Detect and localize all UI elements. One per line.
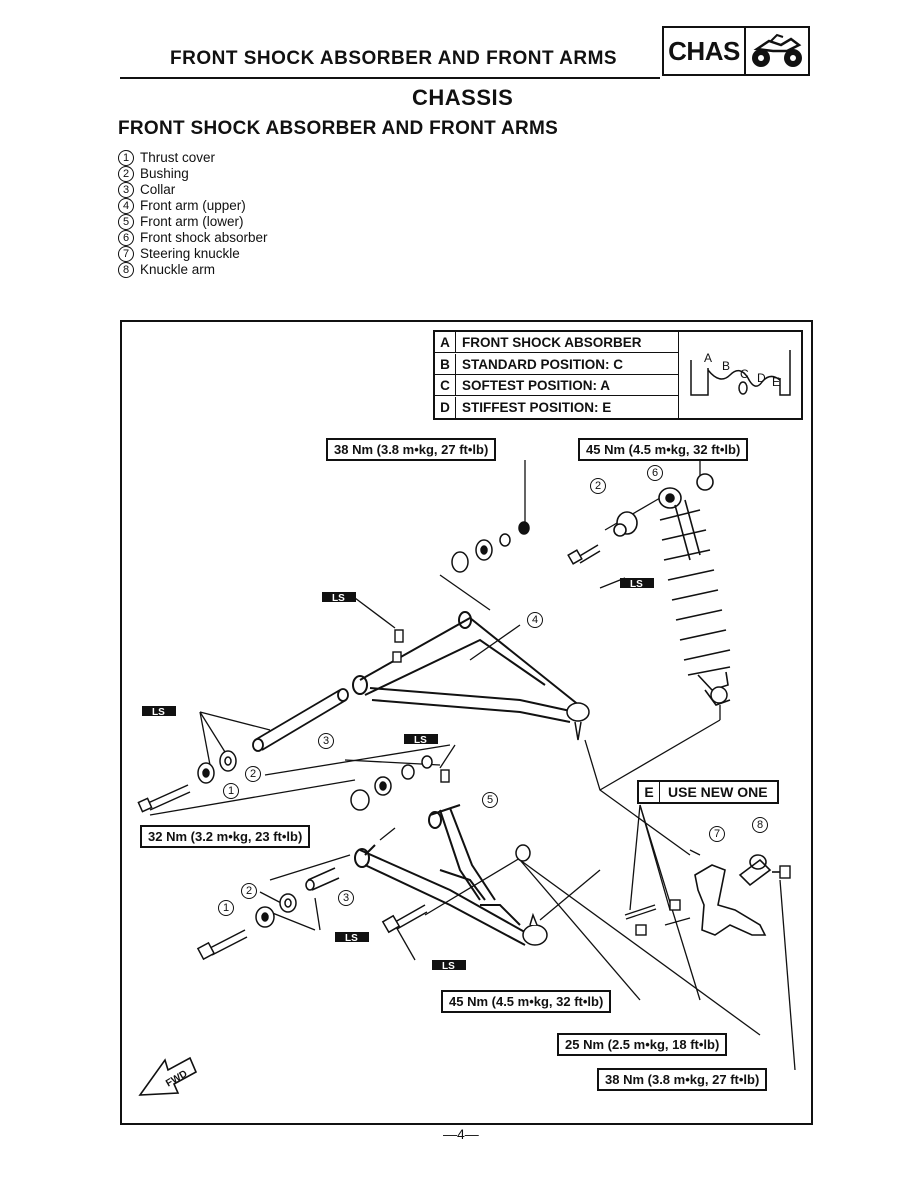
torque-spec: 38 Nm (3.8 m•kg, 27 ft•lb) [597, 1068, 768, 1091]
legend-number: 2 [118, 166, 134, 182]
subsection-title: FRONT SHOCK ABSORBER AND FRONT ARMS [118, 118, 559, 139]
svg-text:LS: LS [332, 593, 345, 604]
torque-spec: 45 Nm (4.5 m•kg, 32 ft•lb) [578, 438, 749, 461]
torque-spec: 45 Nm (4.5 m•kg, 32 ft•lb) [441, 990, 612, 1013]
legend-item: 6 Front shock absorber [118, 230, 268, 246]
svg-text:LS: LS [630, 579, 643, 590]
exploded-diagram-frame [120, 320, 813, 1125]
legend-label: Collar [140, 182, 176, 197]
callout-8: 8 [752, 817, 768, 833]
legend-item: 7 Steering knuckle [118, 246, 268, 262]
spec-row: D STIFFEST POSITION: E [435, 397, 678, 418]
atv-icon [746, 28, 808, 74]
use-new-one-note: E USE NEW ONE [637, 780, 779, 804]
callout-2: 2 [245, 766, 261, 782]
legend-number: 8 [118, 262, 134, 278]
spec-value: FRONT SHOCK ABSORBER [462, 334, 642, 350]
callout-6: 6 [647, 465, 663, 481]
legend-item: 1 Thrust cover [118, 150, 268, 166]
legend-item: 5 Front arm (lower) [118, 214, 268, 230]
page-header-title: FRONT SHOCK ABSORBER AND FRONT ARMS [170, 48, 618, 69]
spec-key: D [435, 397, 456, 418]
header-rule [120, 77, 660, 79]
svg-text:LS: LS [414, 735, 427, 746]
spec-row: A FRONT SHOCK ABSORBER [435, 332, 678, 353]
spec-key: B [435, 354, 456, 374]
position-label-c: C [740, 367, 749, 381]
svg-text:LS: LS [442, 961, 455, 972]
legend-number: 4 [118, 198, 134, 214]
legend-item: 2 Bushing [118, 166, 268, 182]
position-label-b: B [722, 359, 730, 373]
note-key: E [639, 782, 660, 802]
callout-3: 3 [338, 890, 354, 906]
section-title: CHASSIS [412, 85, 514, 110]
spec-key: A [435, 332, 456, 352]
grease-symbol-icon: LS [322, 592, 356, 604]
grease-symbol-icon: LS [404, 734, 438, 746]
spec-value: SOFTEST POSITION: A [462, 377, 611, 393]
torque-spec: 38 Nm (3.8 m•kg, 27 ft•lb) [326, 438, 497, 461]
position-label-d: D [757, 371, 766, 385]
legend-number: 3 [118, 182, 134, 198]
torque-spec: 32 Nm (3.2 m•kg, 23 ft•lb) [140, 825, 311, 848]
callout-7: 7 [709, 826, 725, 842]
grease-symbol-icon: LS [142, 706, 176, 718]
note-value: USE NEW ONE [668, 784, 768, 800]
legend-item: 8 Knuckle arm [118, 262, 268, 278]
position-label-a: A [704, 351, 712, 365]
legend-label: Bushing [140, 166, 189, 181]
grease-symbol-icon: LS [335, 932, 369, 944]
spec-key: C [435, 375, 456, 395]
callout-4: 4 [527, 612, 543, 628]
position-label-e: E [772, 375, 780, 389]
legend-number: 7 [118, 246, 134, 262]
grease-symbol-icon: LS [432, 960, 466, 972]
shock-position-table: A FRONT SHOCK ABSORBER B STANDARD POSITI… [433, 330, 803, 420]
callout-2: 2 [241, 883, 257, 899]
legend-number: 5 [118, 214, 134, 230]
spec-value: STANDARD POSITION: C [462, 356, 623, 372]
legend-label: Steering knuckle [140, 246, 240, 261]
chapter-badge-label: CHAS [664, 28, 746, 74]
torque-spec: 25 Nm (2.5 m•kg, 18 ft•lb) [557, 1033, 728, 1056]
callout-3: 3 [318, 733, 334, 749]
legend-label: Front arm (lower) [140, 214, 244, 229]
shock-position-diagram [678, 332, 802, 418]
callout-5: 5 [482, 792, 498, 808]
legend-number: 6 [118, 230, 134, 246]
svg-text:LS: LS [345, 933, 358, 944]
spec-row: B STANDARD POSITION: C [435, 354, 678, 375]
legend-label: Front shock absorber [140, 230, 268, 245]
callout-2: 2 [590, 478, 606, 494]
legend-item: 4 Front arm (upper) [118, 198, 268, 214]
page-number: —4— [443, 1126, 479, 1142]
legend-item: 3 Collar [118, 182, 268, 198]
legend-label: Front arm (upper) [140, 198, 246, 213]
forward-arrow-icon: FWD [138, 1056, 198, 1096]
spec-value: STIFFEST POSITION: E [462, 400, 612, 415]
spec-row: C SOFTEST POSITION: A [435, 375, 678, 396]
callout-1: 1 [223, 783, 239, 799]
svg-text:LS: LS [152, 707, 165, 718]
legend-number: 1 [118, 150, 134, 166]
grease-symbol-icon: LS [620, 578, 654, 590]
legend-label: Thrust cover [140, 150, 216, 165]
callout-1: 1 [218, 900, 234, 916]
legend-label: Knuckle arm [140, 262, 216, 277]
chapter-badge: CHAS [662, 26, 810, 76]
